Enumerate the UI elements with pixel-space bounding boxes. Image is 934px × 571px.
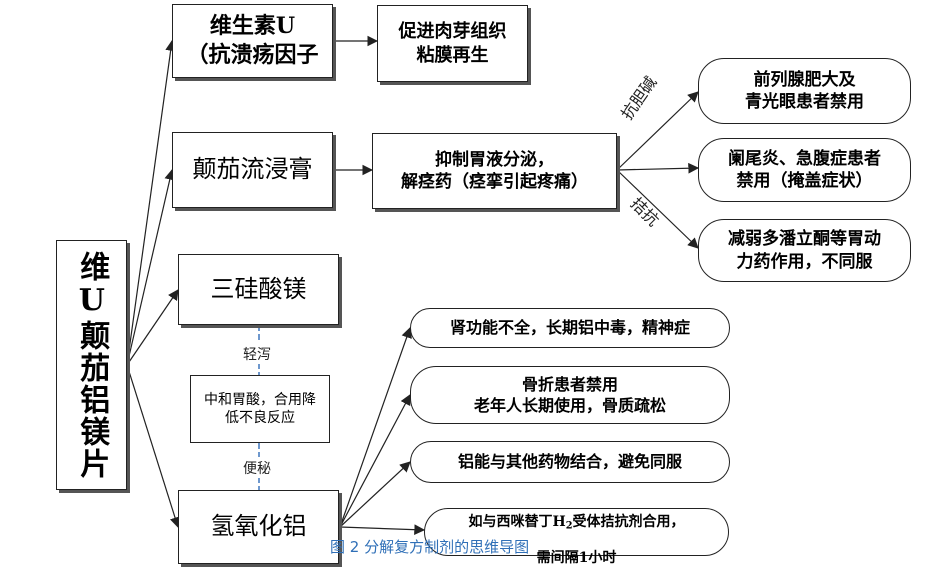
al-outcome-4: 如与西咪替丁H2受体拮抗剂合用， 需间隔1小时 [424, 508, 729, 566]
neutralize-node: 中和胃酸，合用降 低不良反应 [190, 375, 330, 443]
al-outcome-4-line2: 需间隔1小时 [536, 550, 617, 567]
belladonna-effect-node: 抑制胃液分泌， 解痉药（痉挛引起疼痛） [372, 133, 617, 209]
al-hydroxide-node: 氢氧化铝 [178, 490, 339, 564]
vitamin-u-effect-node: 促进肉芽组织 粘膜再生 [377, 5, 528, 82]
al-outcome-1: 肾功能不全，长期铝中毒，精神症 [410, 308, 730, 348]
link-root-vitamin-u [126, 39, 177, 366]
link-anticholinergic-2 [616, 162, 700, 174]
belladonna-node: 颠茄流浸膏 [172, 132, 333, 208]
anticholinergic-outcome-2: 阑尾炎、急腹症患者 禁用（掩盖症状） [698, 138, 911, 202]
link-al-effect-4 [339, 524, 426, 536]
figure-caption: 图 2 分解复方制剂的思维导图 [330, 538, 530, 556]
link-al-effect-1 [339, 326, 412, 528]
link-al-effect-2 [339, 394, 411, 528]
antagonism-outcome: 减弱多潘立酮等胃动 力药作用，不同服 [698, 219, 911, 282]
anticholinergic-outcome-1: 前列腺肥大及 青光眼患者禁用 [698, 58, 911, 124]
link-root-al-hydroxide [126, 364, 181, 529]
link-anticholinergic-1 [616, 91, 699, 171]
al-outcome-4-post: 受体拮抗剂合用， [572, 513, 685, 530]
vitamin-u-node: 维生素U （抗溃疡因子 [172, 4, 333, 78]
label-constipation: 便秘 [243, 458, 271, 478]
al-outcome-4-pre: 如与西咪替丁H [468, 513, 566, 530]
mg-trisilicate-node: 三硅酸镁 [178, 254, 339, 325]
al-outcome-4-subscript: 2 [565, 520, 573, 532]
link-root-mg-trisilicate [126, 289, 179, 366]
al-outcome-2: 骨折患者禁用 老年人长期使用，骨质疏松 [410, 366, 730, 424]
al-outcome-3: 铝能与其他药物结合，避免同服 [410, 441, 730, 483]
link-antagonism [616, 169, 699, 249]
al-outcome-4-text: 如与西咪替丁H2受体拮抗剂合用， 需间隔1小时 [468, 496, 684, 567]
link-root-belladonna [126, 168, 176, 366]
label-mild-diarrhea: 轻泻 [243, 344, 271, 364]
link-al-effect-3 [339, 461, 411, 528]
root-node: 维U颠茄铝镁片 [56, 240, 127, 490]
